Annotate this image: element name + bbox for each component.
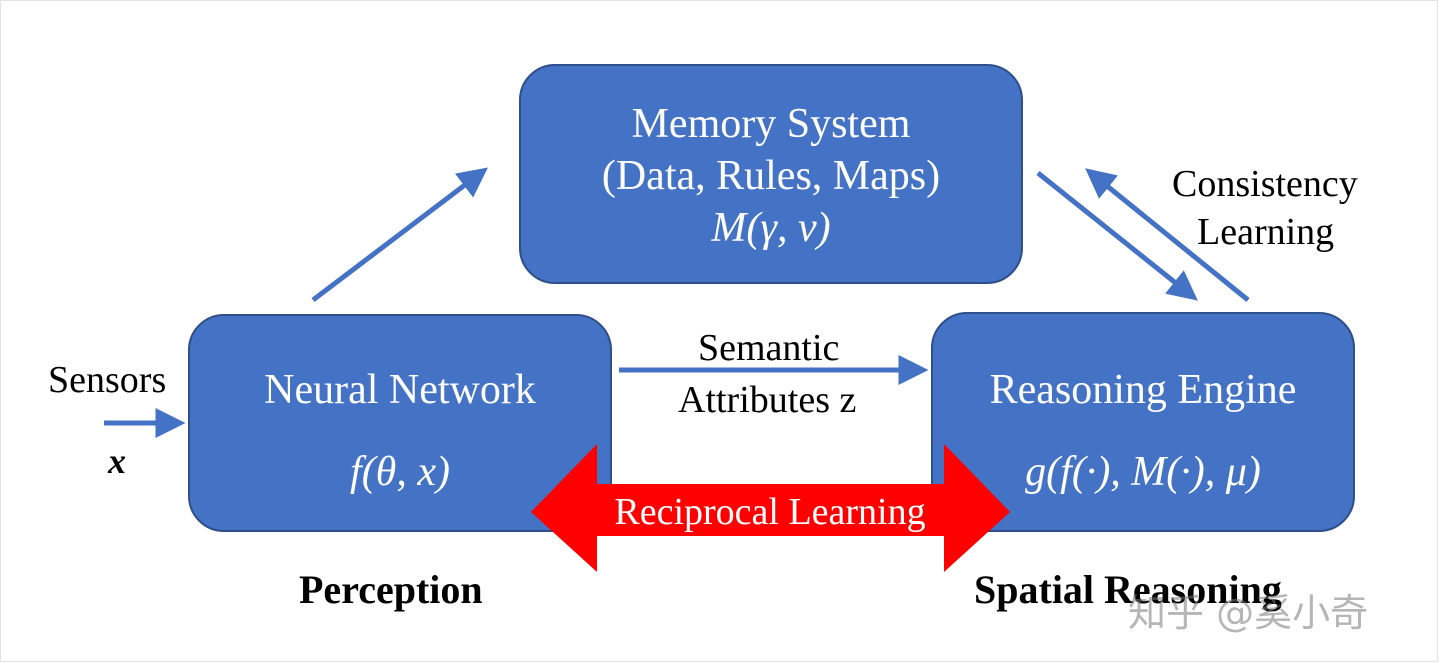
sensors-label: Sensors [48,359,167,401]
perception-to-memory-arrow [311,167,488,302]
memory-system-title: Memory System [631,101,911,147]
consistency-label-line2: Learning [1197,211,1335,253]
reciprocal-learning-label: Reciprocal Learning [614,491,926,533]
neural-network-box: Neural Network f(θ, x) [188,314,612,532]
reciprocal-learning-arrow [531,444,1010,572]
perception-caption: Perception [299,567,483,612]
semantic-label-line1: Semantic [698,327,840,369]
memory-system-box: Memory System (Data, Rules, Maps) M(γ, ν… [519,64,1023,284]
watermark: 知乎 @奚小奇 [1128,591,1369,635]
neural-network-formula: f(θ, x) [350,449,450,495]
reasoning-engine-formula: g(f(·), M(·), μ) [1025,449,1261,495]
sensor-input-variable: x [108,441,126,481]
reasoning-engine-box: Reasoning Engine g(f(·), M(·), μ) [931,312,1355,532]
reasoning-engine-title: Reasoning Engine [989,367,1297,413]
memory-to-reasoning-arrow [1036,171,1198,301]
semantic-label-line2: Attributes z [678,379,857,421]
neural-network-title: Neural Network [264,367,536,413]
memory-system-subtitle: (Data, Rules, Maps) [601,153,941,199]
consistency-arrow [1085,168,1250,302]
consistency-label-line1: Consistency [1172,163,1358,205]
memory-system-formula: M(γ, ν) [711,205,831,251]
spatial-reasoning-caption: Spatial Reasoning [974,567,1282,612]
